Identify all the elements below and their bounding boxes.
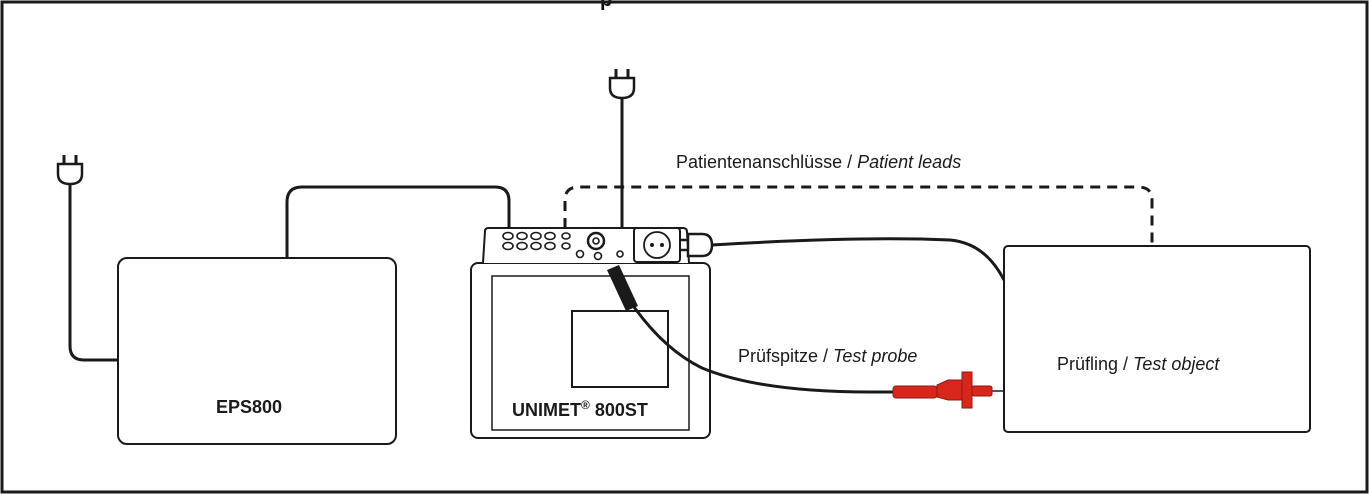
test-probe-cable — [632, 306, 893, 394]
power-plug-icon — [608, 69, 636, 104]
test-object-label-de: Prüfling / — [1057, 354, 1134, 374]
eps800-label: EPS800 — [216, 397, 283, 417]
unimet-inner-panel — [491, 275, 690, 431]
unimet-label-name: UNIMET — [512, 400, 581, 420]
unimet-display — [571, 310, 669, 388]
probe-connector — [607, 265, 638, 311]
top-title-fragment: p — [600, 0, 613, 11]
test-probe-label-en: Test probe — [833, 346, 918, 366]
registered-mark: ® — [581, 398, 590, 412]
power-plug-icon — [56, 155, 84, 190]
eps-unimet-cable — [285, 185, 511, 258]
power-plug-icon — [680, 232, 714, 258]
test-object-label: Prüfling / Test object — [1057, 354, 1219, 375]
unimet-jacks — [502, 231, 624, 261]
test-object-box — [1003, 245, 1311, 433]
test-object-label-en: Test object — [1133, 354, 1220, 374]
eps800-box — [117, 257, 397, 445]
eps-power-cord — [68, 190, 120, 362]
unimet-label-model: 800ST — [589, 400, 648, 420]
patient-leads-label-en: Patient leads — [857, 152, 962, 172]
test-probe-label-de: Prüfspitze / — [738, 346, 834, 366]
patient-leads-label-de: Patientenanschlüsse / — [676, 152, 858, 172]
patient-leads-label: Patientenanschlüsse / Patient leads — [676, 152, 961, 173]
test-probe-label: Prüfspitze / Test probe — [738, 346, 917, 367]
unimet-label: UNIMET® 800ST — [512, 398, 648, 421]
socket-icon — [633, 227, 681, 263]
test-object-power-cable — [711, 237, 1006, 281]
test-probe-icon — [892, 371, 1004, 409]
patient-leads-line — [563, 185, 1154, 246]
